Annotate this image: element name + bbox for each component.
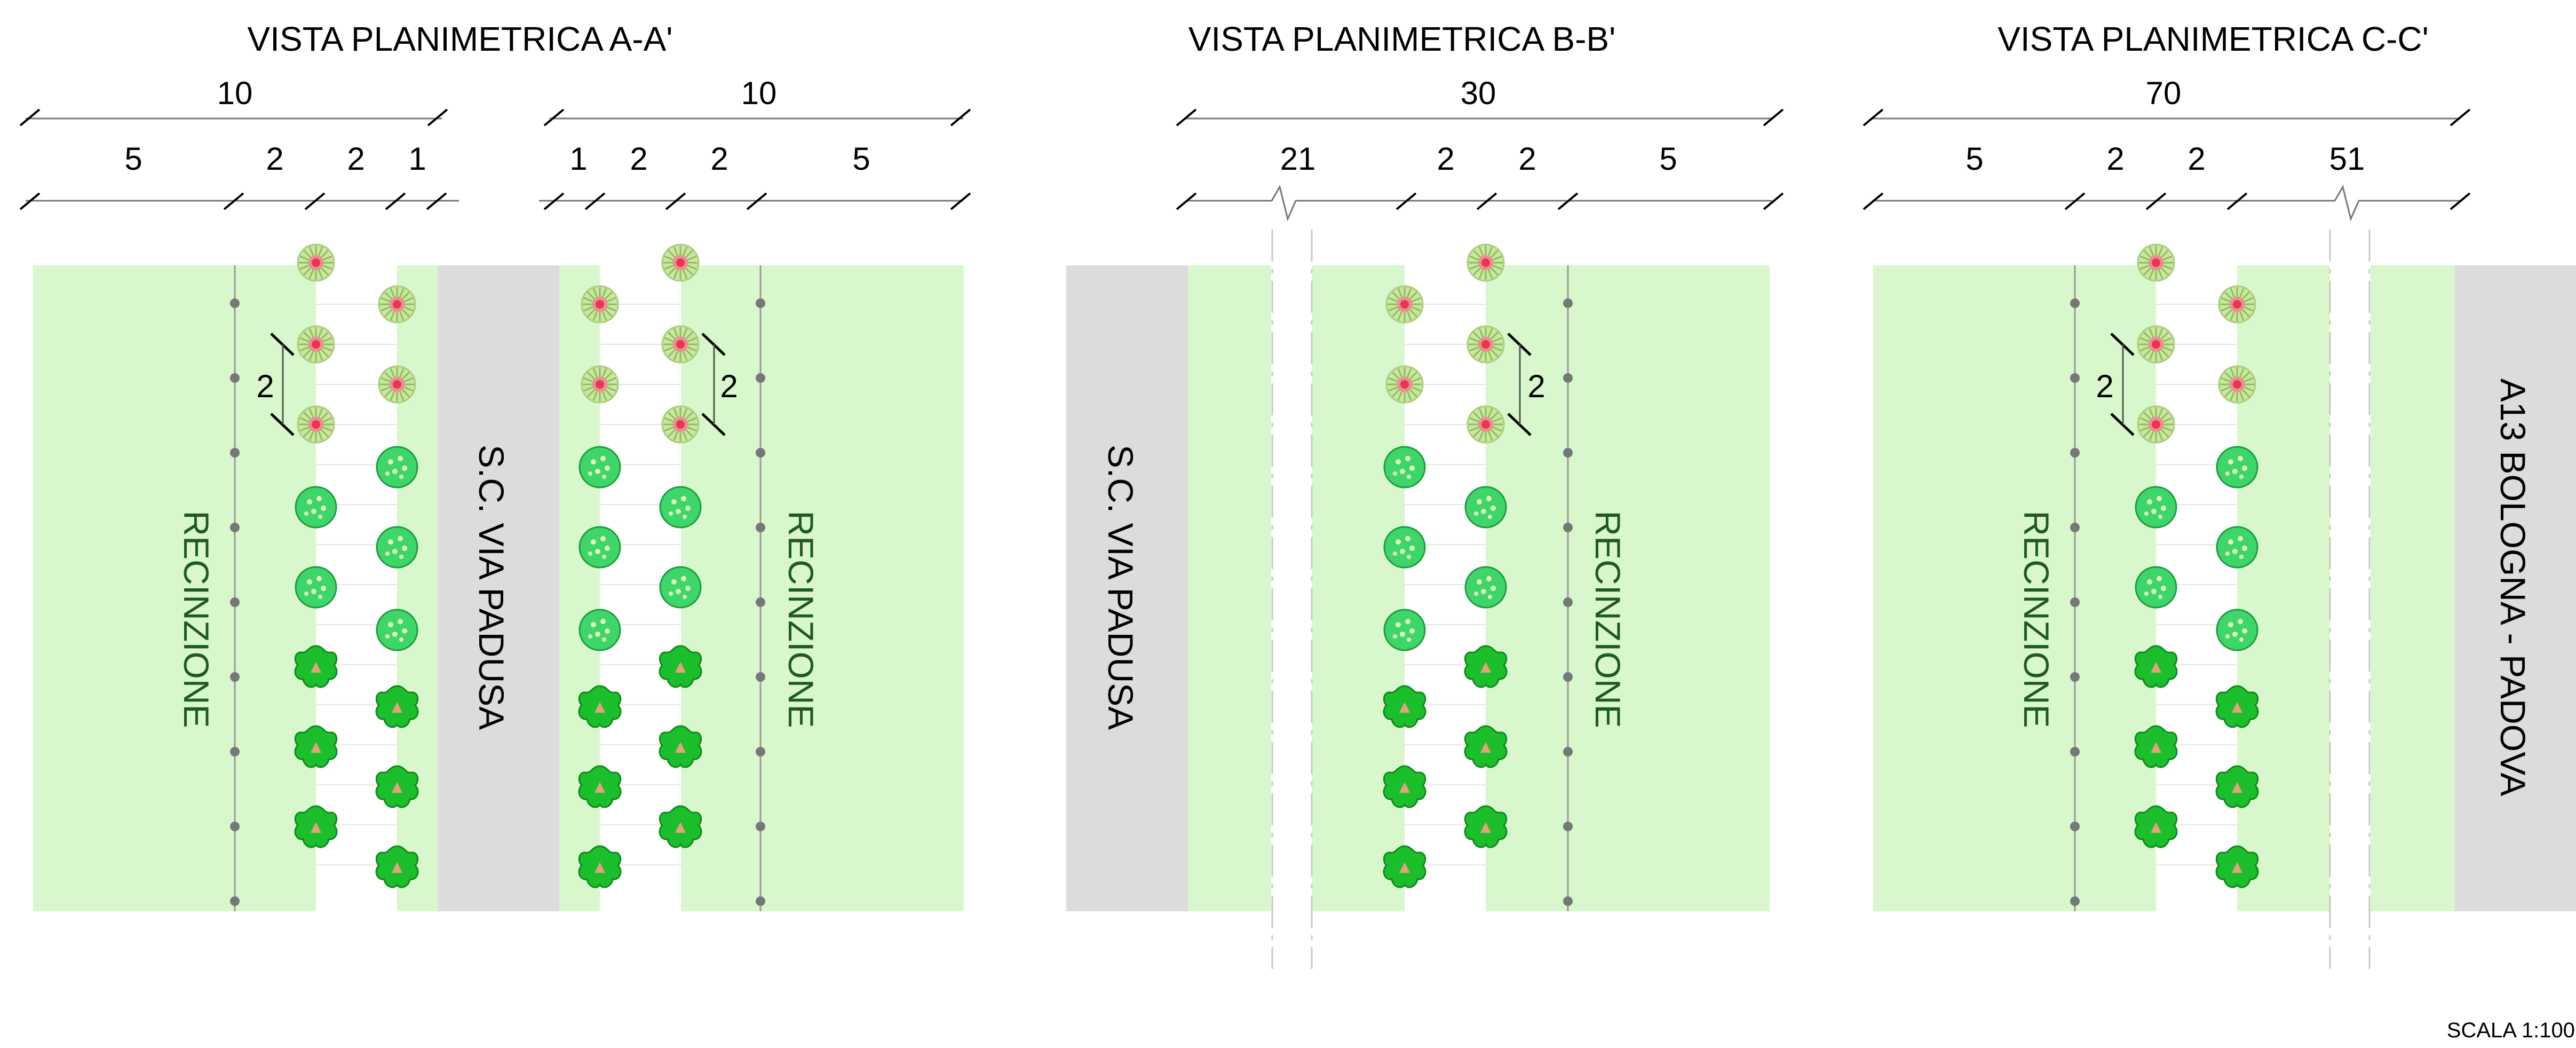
view-a-title: VISTA PLANIMETRICA A-A' — [247, 20, 672, 58]
view-b-dimension-lines — [1176, 108, 1784, 222]
view-a-spacing-right-marks — [701, 333, 726, 436]
view-c-fence-label: RECINZIONE — [2017, 510, 2056, 728]
view-c-spacing: 2 — [2096, 368, 2113, 404]
view-c-part-3: 2 — [2187, 141, 2205, 177]
view-b-total: 30 — [1461, 75, 1496, 111]
view-c-grass-left — [1873, 265, 2075, 911]
view-a-spacing-left: 2 — [256, 368, 274, 404]
view-b-grass-right — [1486, 265, 1770, 911]
view-a-grass-left — [33, 265, 235, 911]
view-b-break-lines — [1271, 230, 1313, 969]
view-b-fence — [1563, 265, 1573, 911]
view-c-fence — [2070, 265, 2080, 911]
view-b: VISTA PLANIMETRICA B-B' 30 21 2 2 5 — [1066, 20, 1784, 969]
view-c-dimension-lines — [1862, 108, 2471, 222]
view-c-grass-mid — [2237, 265, 2330, 911]
view-a: VISTA PLANIMETRICA A-A' 10 10 5 2 2 1 1 … — [19, 20, 971, 911]
view-b-grass-mid — [1312, 265, 1405, 911]
view-a-grass-mid-left — [397, 265, 438, 911]
view-a-spacing-left-marks — [270, 333, 295, 436]
view-a-part-6: 2 — [630, 141, 647, 177]
view-a-fence-right — [756, 265, 765, 911]
view-a-total-right: 10 — [741, 75, 777, 111]
view-c-title: VISTA PLANIMETRICA C-C' — [1998, 20, 2429, 58]
view-c-highway — [2455, 265, 2576, 911]
scale-note: SCALA 1:100 — [2447, 1019, 2575, 1042]
view-b-grass-left — [1188, 265, 1271, 911]
view-a-part-7: 2 — [710, 141, 728, 177]
view-b-road-label: S.C. VIA PADUSA — [1101, 445, 1140, 730]
view-c-part-2: 2 — [2106, 141, 2124, 177]
view-b-break-strip — [1271, 265, 1312, 911]
view-a-grass-mid-right — [559, 265, 600, 911]
view-b-part-1: 21 — [1280, 141, 1316, 177]
view-a-grass-right — [681, 265, 964, 911]
view-b-part-3: 2 — [1518, 141, 1536, 177]
view-b-part-2: 2 — [1437, 141, 1454, 177]
view-a-fence-right-label: RECINZIONE — [781, 510, 821, 728]
view-c-spacing-marks — [2110, 333, 2135, 436]
view-a-dimension-lines — [19, 108, 971, 210]
view-a-part-1: 5 — [124, 141, 142, 177]
view-a-part-5: 1 — [569, 141, 587, 177]
view-a-road — [438, 265, 559, 911]
view-a-fence-left-label: RECINZIONE — [177, 510, 216, 728]
view-a-part-3: 2 — [347, 141, 364, 177]
view-b-part-4: 5 — [1659, 141, 1677, 177]
view-a-part-8: 5 — [852, 141, 870, 177]
view-b-road — [1066, 265, 1188, 911]
view-c-highway-label: A13 BOLOGNA - PADOVA — [2493, 379, 2533, 797]
view-c-grass-right — [2371, 265, 2455, 911]
view-c-part-4: 51 — [2329, 141, 2365, 177]
view-c-total: 70 — [2146, 75, 2182, 111]
view-a-spacing-right: 2 — [720, 368, 738, 404]
view-b-fence-label: RECINZIONE — [1588, 510, 1628, 728]
view-a-part-2: 2 — [266, 141, 283, 177]
view-a-total-left: 10 — [217, 75, 253, 111]
view-c-break-lines — [2329, 230, 2371, 969]
view-b-title: VISTA PLANIMETRICA B-B' — [1188, 20, 1616, 58]
view-c-break-strip — [2330, 265, 2371, 911]
view-c: VISTA PLANIMETRICA C-C' 70 5 2 2 51 — [1862, 20, 2576, 969]
view-a-part-4: 1 — [408, 141, 426, 177]
view-b-spacing-marks — [1507, 333, 1532, 436]
view-a-fence-left — [230, 265, 240, 911]
view-a-road-label: S.C. VIA PADUSA — [472, 445, 511, 730]
view-c-part-1: 5 — [1965, 141, 1983, 177]
view-b-spacing: 2 — [1527, 368, 1545, 404]
